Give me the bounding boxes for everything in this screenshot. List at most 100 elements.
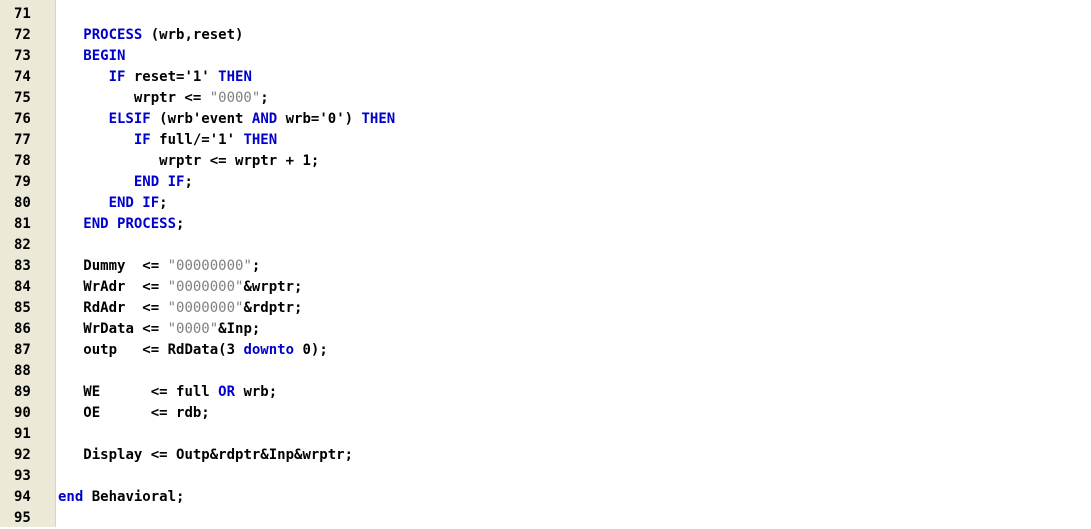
code-token-kw: END IF (108, 195, 160, 211)
line-number: 80 (14, 195, 31, 211)
indent (58, 27, 83, 43)
code-token-id: WrData <= (83, 321, 168, 337)
line-number: 86 (14, 321, 31, 337)
indent (58, 69, 109, 85)
code-line[interactable]: END IF; (58, 193, 1091, 214)
code-line[interactable] (58, 4, 1091, 25)
code-line[interactable] (58, 508, 1091, 529)
line-number: 92 (14, 447, 31, 463)
code-line[interactable]: RdAdr <= "0000000"&rdptr; (58, 298, 1091, 319)
code-token-id: &wrptr; (243, 279, 303, 295)
line-number: 75 (14, 90, 31, 106)
indent (58, 279, 83, 295)
line-number: 91 (14, 426, 31, 442)
code-token-id: RdAdr <= (83, 300, 168, 316)
code-line[interactable]: WrAdr <= "0000000"&wrptr; (58, 277, 1091, 298)
code-token-kw: THEN (218, 69, 252, 85)
code-token-kw: AND (251, 111, 278, 127)
code-token-id: Dummy <= (83, 258, 168, 274)
code-token-op: ; (159, 195, 168, 211)
line-number: 72 (14, 27, 31, 43)
indent (58, 153, 159, 169)
code-token-id: (wrb'event (150, 111, 252, 127)
code-token-id: outp <= RdData(3 (83, 342, 244, 358)
code-token-op: ; (184, 174, 193, 190)
code-line[interactable]: IF full/='1' THEN (58, 130, 1091, 151)
code-token-id: reset='1' (125, 69, 219, 85)
indent (58, 300, 83, 316)
code-token-op: ; (260, 90, 269, 106)
code-line[interactable]: OE <= rdb; (58, 403, 1091, 424)
line-number: 84 (14, 279, 31, 295)
code-token-str: "0000000" (167, 300, 244, 316)
code-token-str: "0000" (167, 321, 219, 337)
code-token-id: wrb='0') (277, 111, 362, 127)
line-number: 74 (14, 69, 31, 85)
line-number: 71 (14, 6, 31, 22)
code-token-id: WrAdr <= (83, 279, 168, 295)
code-line[interactable]: ELSIF (wrb'event AND wrb='0') THEN (58, 109, 1091, 130)
code-line[interactable]: PROCESS (wrb,reset) (58, 25, 1091, 46)
code-token-id: WE <= full (83, 384, 219, 400)
line-number: 90 (14, 405, 31, 421)
code-line[interactable]: wrptr <= "0000"; (58, 88, 1091, 109)
code-token-kw: IF (133, 132, 151, 148)
code-token-id: &rdptr; (243, 300, 303, 316)
indent (58, 111, 109, 127)
line-number: 78 (14, 153, 31, 169)
code-token-id: &Inp; (218, 321, 261, 337)
line-number: 79 (14, 174, 31, 190)
code-line[interactable]: end Behavioral; (58, 487, 1091, 508)
code-token-id: (wrb,reset) (142, 27, 244, 43)
code-line[interactable]: Dummy <= "00000000"; (58, 256, 1091, 277)
code-token-op: ; (176, 216, 185, 232)
code-line[interactable]: IF reset='1' THEN (58, 67, 1091, 88)
code-line[interactable]: wrptr <= wrptr + 1; (58, 151, 1091, 172)
code-line[interactable]: outp <= RdData(3 downto 0); (58, 340, 1091, 361)
line-number: 87 (14, 342, 31, 358)
code-line[interactable] (58, 361, 1091, 382)
code-token-kw: downto (243, 342, 295, 358)
code-line[interactable] (58, 466, 1091, 487)
line-number: 73 (14, 48, 31, 64)
line-number: 94 (14, 489, 31, 505)
code-token-kw: THEN (243, 132, 278, 148)
code-token-id: wrptr <= wrptr + 1; (159, 153, 320, 169)
code-area[interactable]: PROCESS (wrb,reset) BEGIN IF reset='1' T… (56, 0, 1091, 527)
code-line[interactable]: END PROCESS; (58, 214, 1091, 235)
line-number: 81 (14, 216, 31, 232)
code-token-str: "0000000" (167, 279, 244, 295)
code-token-kw: PROCESS (83, 27, 143, 43)
indent (58, 384, 83, 400)
line-number: 95 (14, 510, 31, 526)
code-token-kw: END IF (133, 174, 185, 190)
code-token-kw: END PROCESS (83, 216, 177, 232)
code-line[interactable] (58, 235, 1091, 256)
indent (58, 342, 83, 358)
code-line[interactable]: END IF; (58, 172, 1091, 193)
line-number: 76 (14, 111, 31, 127)
code-token-kw: end (58, 489, 84, 505)
line-number: 88 (14, 363, 31, 379)
indent (58, 90, 134, 106)
code-token-id: Behavioral; (83, 489, 185, 505)
code-line[interactable]: BEGIN (58, 46, 1091, 67)
indent (58, 216, 83, 232)
indent (58, 258, 83, 274)
code-token-kw: THEN (361, 111, 396, 127)
indent (58, 405, 83, 421)
code-token-id: full/='1' (150, 132, 244, 148)
code-line[interactable]: WrData <= "0000"&Inp; (58, 319, 1091, 340)
line-number: 85 (14, 300, 31, 316)
line-number: 83 (14, 258, 31, 274)
code-line[interactable]: WE <= full OR wrb; (58, 382, 1091, 403)
code-token-id: wrptr <= (133, 90, 210, 106)
code-token-kw: OR (218, 384, 236, 400)
indent (58, 48, 83, 64)
indent (58, 174, 134, 190)
indent (58, 321, 83, 337)
code-line[interactable]: Display <= Outp&rdptr&Inp&wrptr; (58, 445, 1091, 466)
code-line[interactable] (58, 424, 1091, 445)
